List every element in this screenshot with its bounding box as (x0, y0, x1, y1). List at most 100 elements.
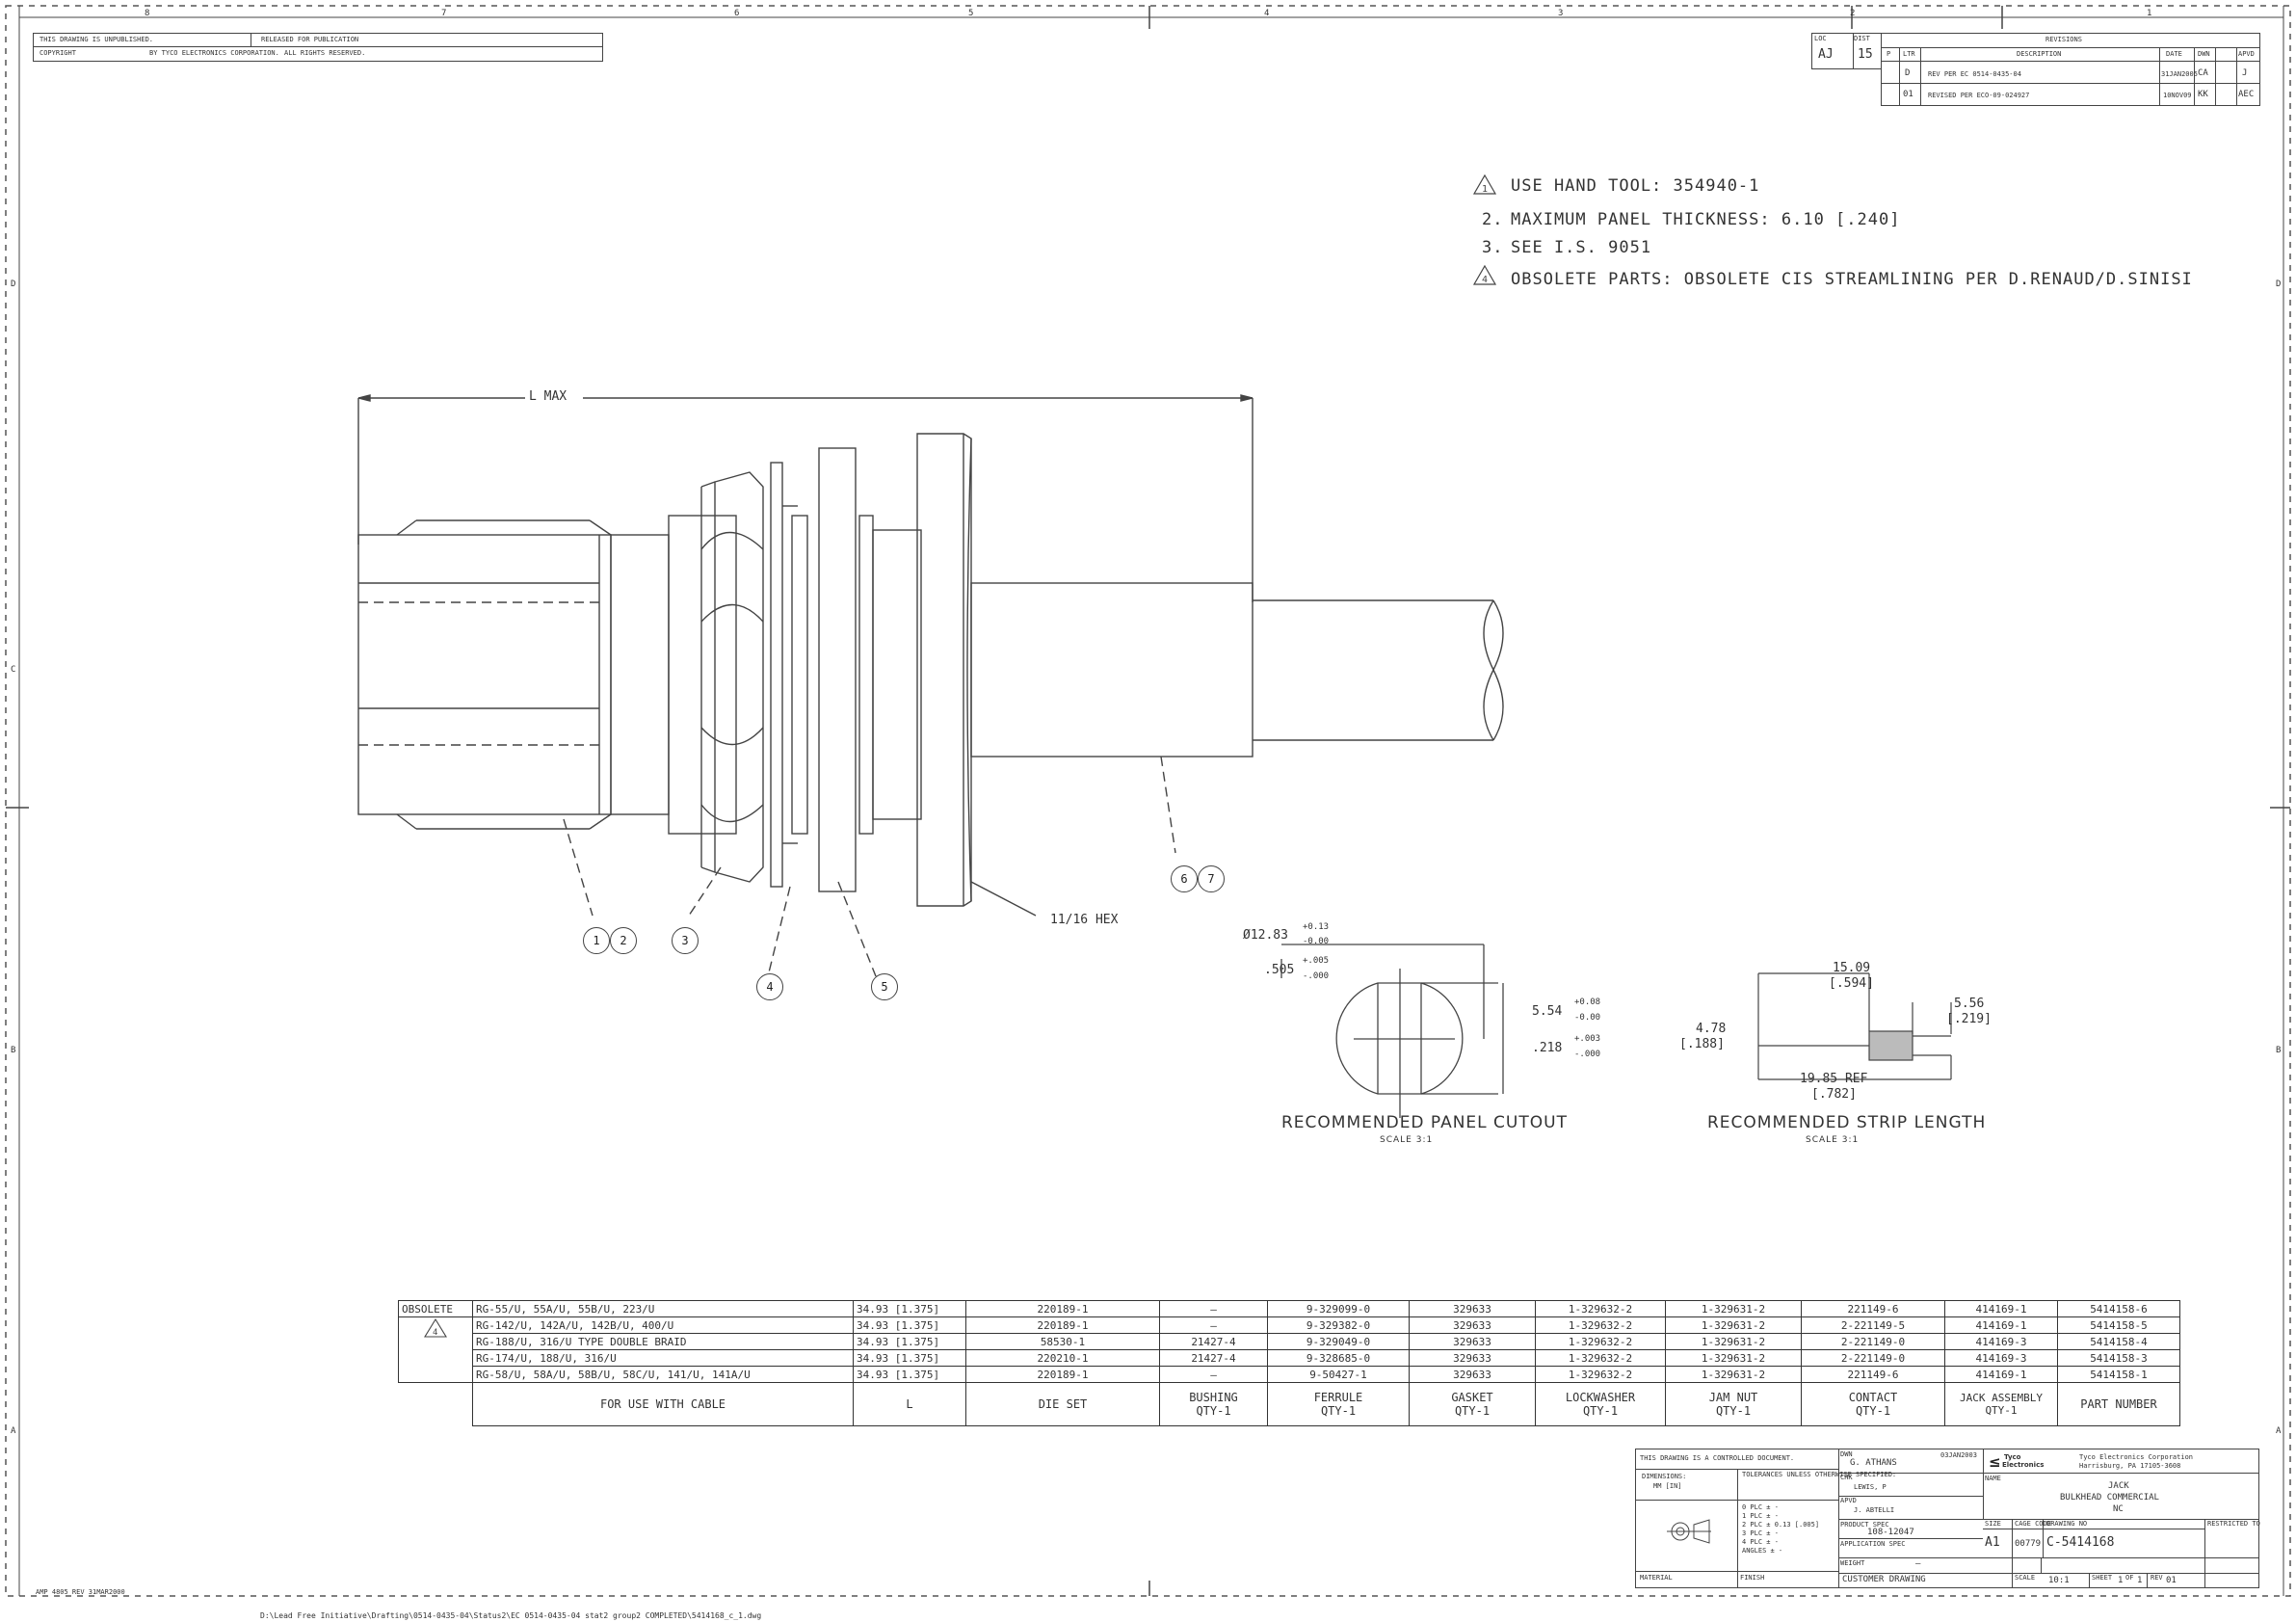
cage-label: CAGE CODE (2015, 1520, 2051, 1528)
name-label: NAME (1985, 1475, 2001, 1482)
dist-label: DIST (1854, 35, 1870, 42)
header-jack-label: JACK ASSEMBLY (1959, 1392, 2044, 1404)
jamnut-cell: 1-329631-2 (1665, 1316, 1802, 1334)
table-row: OBSOLETE RG-55/U, 55A/U, 55B/U, 223/U 34… (398, 1300, 2180, 1317)
dimensions-label: DIMENSIONS: (1642, 1473, 1687, 1480)
tyco-logo-icon: ≤ (1989, 1453, 2001, 1471)
finish-label: FINISH (1740, 1574, 1765, 1582)
tolerance-place: 1 PLC ± - (1742, 1512, 1779, 1520)
appvd-label: APVD (1840, 1497, 1857, 1504)
zone-label: 8 (145, 9, 150, 18)
die-cell: 220189-1 (965, 1316, 1160, 1334)
rev-date: 10NOV09 (2163, 92, 2192, 99)
file-path: D:\Lead Free Initiative\Drafting\0514-04… (260, 1611, 762, 1620)
weight-value: — (1915, 1559, 1921, 1569)
qty-label: QTY-1 (1582, 1404, 1619, 1418)
contact-cell: 221149-6 (1801, 1300, 1945, 1317)
jack-cell: 414169-1 (1944, 1300, 2058, 1317)
note-text: USE HAND TOOL: 354940-1 (1511, 176, 1760, 196)
chk-label: CHK (1840, 1474, 1853, 1481)
zone-label: 6 (734, 9, 740, 18)
lockwasher-cell: 1-329632-2 (1535, 1333, 1666, 1350)
jamnut-cell: 1-329631-2 (1665, 1366, 1802, 1383)
zone-label: 4 (1264, 9, 1270, 18)
weight-label: WEIGHT (1840, 1559, 1865, 1567)
strip-length-view (1757, 972, 1952, 1080)
bushing-cell: — (1159, 1366, 1268, 1383)
qty-label: QTY-1 (1715, 1404, 1752, 1418)
header-part: PART NUMBER (2057, 1382, 2180, 1426)
gasket-cell: 329633 (1409, 1349, 1536, 1367)
dwg-number-area: SIZE CAGE CODE DRAWING NO RESTRICTED TO … (1983, 1519, 2260, 1557)
strip-d3: 4.78 (1696, 1022, 1727, 1036)
contact-cell: 2-221149-0 (1801, 1349, 1945, 1367)
panel-cutout-view (1280, 944, 1504, 1118)
note-num: 3. (1482, 238, 1504, 257)
strip-d1-in: [.594] (1829, 976, 1874, 991)
cutout-flat-tol: -0.00 (1574, 1013, 1601, 1023)
zone-label: 2 (1850, 9, 1856, 18)
connector-side-view (357, 394, 1504, 977)
cutout-flat: 5.54 (1532, 1004, 1563, 1019)
of-label: OF (2125, 1574, 2134, 1582)
strip-d4: 19.85 REF (1800, 1072, 1868, 1086)
tolerances-label: TOLERANCES UNLESS OTHERWISE SPECIFIED: (1742, 1471, 1897, 1478)
qty-label: QTY-1 (1454, 1404, 1491, 1418)
jamnut-cell: 1-329631-2 (1665, 1333, 1802, 1350)
balloon-6: 6 (1171, 865, 1198, 892)
zone-label: 1 (2147, 9, 2152, 18)
strip-scale: SCALE 3:1 (1806, 1135, 1860, 1145)
bushing-cell: 21427-4 (1159, 1333, 1268, 1350)
scale-label: SCALE (2015, 1574, 2036, 1582)
contact-cell: 221149-6 (1801, 1366, 1945, 1383)
dist-box: DIST 15 (1852, 33, 1882, 69)
dwg-no-label: DRAWING NO (2046, 1520, 2088, 1528)
notice-text: THIS DRAWING IS UNPUBLISHED. (40, 36, 154, 43)
qty-label: QTY-1 (1196, 1404, 1231, 1418)
rev-value: 01 (2166, 1576, 2177, 1585)
title-block: THIS DRAWING IS A CONTROLLED DOCUMENT. D… (1635, 1449, 2260, 1588)
jack-cell: 414169-1 (1944, 1316, 2058, 1334)
svg-text:4: 4 (1482, 275, 1488, 285)
rev-col-header: DWN (2198, 50, 2210, 58)
zone-label-side: C (11, 665, 16, 675)
cutout-scale: SCALE 3:1 (1380, 1135, 1434, 1145)
rev-apvd: J (2242, 68, 2248, 78)
rev-col-header: DESCRIPTION (2017, 50, 2062, 58)
l-cell: 34.93 [1.375] (853, 1349, 966, 1367)
cutout-dia-tol: -0.00 (1303, 937, 1330, 946)
application-spec-label: APPLICATION SPEC (1840, 1540, 1906, 1548)
material-label: MATERIAL (1640, 1574, 1673, 1582)
zone-label-side: D (2276, 279, 2282, 289)
lockwasher-cell: 1-329632-2 (1535, 1366, 1666, 1383)
bushing-cell: — (1159, 1316, 1268, 1334)
company-logo-text: Tyco (2004, 1453, 2021, 1461)
customer-drawing-label: CUSTOMER DRAWING (1842, 1575, 1926, 1584)
tolerance-place: 0 PLC ± - (1742, 1503, 1779, 1511)
chk-value: LEWIS, P (1854, 1483, 1887, 1491)
product-spec-label: PRODUCT SPEC (1840, 1521, 1889, 1529)
part-cell: 5414158-4 (2057, 1333, 2180, 1350)
zone-label-side: A (2276, 1426, 2282, 1436)
qty-label: QTY-1 (1855, 1404, 1891, 1418)
table-row: RG-58/U, 58A/U, 58B/U, 58C/U, 141/U, 141… (399, 1366, 2180, 1383)
scale-value: 10:1 (2048, 1576, 2070, 1585)
controlled-notice: THIS DRAWING IS A CONTROLLED DOCUMENT. (1640, 1454, 1795, 1462)
rev-apvd: AEC (2238, 90, 2255, 99)
hex-label: 11/16 HEX (1050, 913, 1119, 927)
qty-label: QTY-1 (1320, 1404, 1357, 1418)
of-value: 1 (2137, 1576, 2143, 1585)
cable-cell: RG-188/U, 316/U TYPE DOUBLE BRAID (472, 1333, 854, 1350)
loc-box: LOC AJ (1811, 33, 1854, 69)
header-l: L (853, 1382, 966, 1426)
ferrule-cell: 9-329099-0 (1267, 1300, 1410, 1317)
rev-desc: REV PER EC 0514-0435-04 (1928, 70, 2021, 78)
rev-col-header: P (1887, 50, 1891, 58)
dist-value: 15 (1858, 47, 1873, 62)
gasket-cell: 329633 (1409, 1316, 1536, 1334)
